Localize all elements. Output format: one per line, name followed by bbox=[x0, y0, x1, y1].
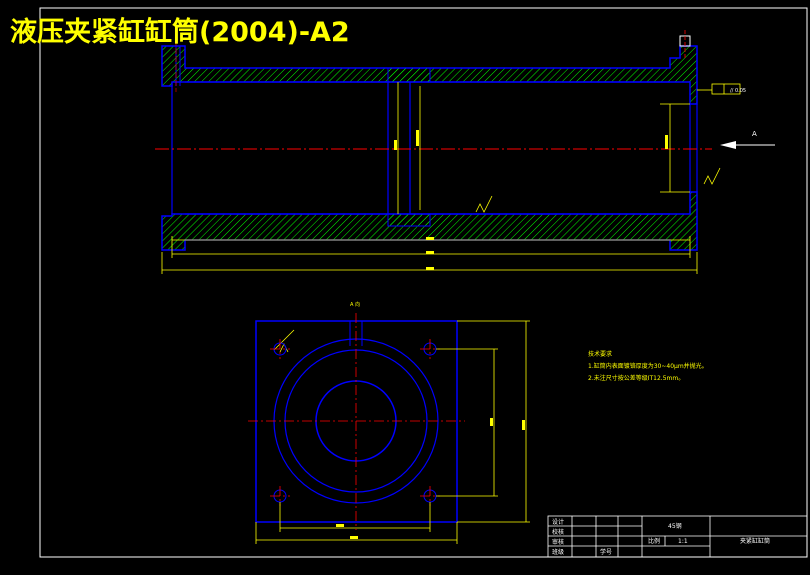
drawing-frame bbox=[39, 7, 808, 558]
scale-value: 1:1 bbox=[678, 538, 688, 545]
tolerance-frame: // 0.05 bbox=[730, 88, 746, 94]
check-label: 校核 bbox=[552, 528, 564, 536]
view-arrow-a: A bbox=[720, 130, 775, 149]
flange-dimensions bbox=[255, 320, 530, 544]
part-name: 夹紧缸缸筒 bbox=[740, 537, 770, 545]
section-view bbox=[155, 30, 712, 251]
student-no-label: 学号 bbox=[600, 548, 612, 556]
section-dimensions bbox=[161, 82, 741, 353]
note-item-2: 2.未注尺寸按公差等级IT12.5mm。 bbox=[588, 375, 685, 382]
technical-notes: 技术要求 1.缸筒内表面镀铬厚度为30~40μm并抛光。 2.未注尺寸按公差等级… bbox=[588, 349, 708, 385]
design-label: 设计 bbox=[552, 518, 564, 526]
flange-dimension-values bbox=[336, 418, 525, 539]
dimension-values bbox=[394, 130, 668, 270]
arrow-label: A bbox=[752, 130, 757, 138]
flange-outline bbox=[255, 320, 458, 523]
review-label: 审核 bbox=[552, 538, 564, 546]
view-label: A 向 bbox=[350, 301, 360, 308]
scale-label: 比例 bbox=[648, 537, 660, 545]
drawing-title: 液压夹紧缸缸筒(2004)-A2 bbox=[10, 17, 350, 48]
notes-heading: 技术要求 bbox=[588, 351, 613, 358]
note-item-1: 1.缸筒内表面镀铬厚度为30~40μm并抛光。 bbox=[588, 363, 708, 370]
class-label: 班级 bbox=[552, 548, 564, 556]
title-block bbox=[547, 515, 808, 558]
flange-view: A 向 bbox=[248, 301, 465, 530]
material-value: 45钢 bbox=[668, 522, 682, 530]
